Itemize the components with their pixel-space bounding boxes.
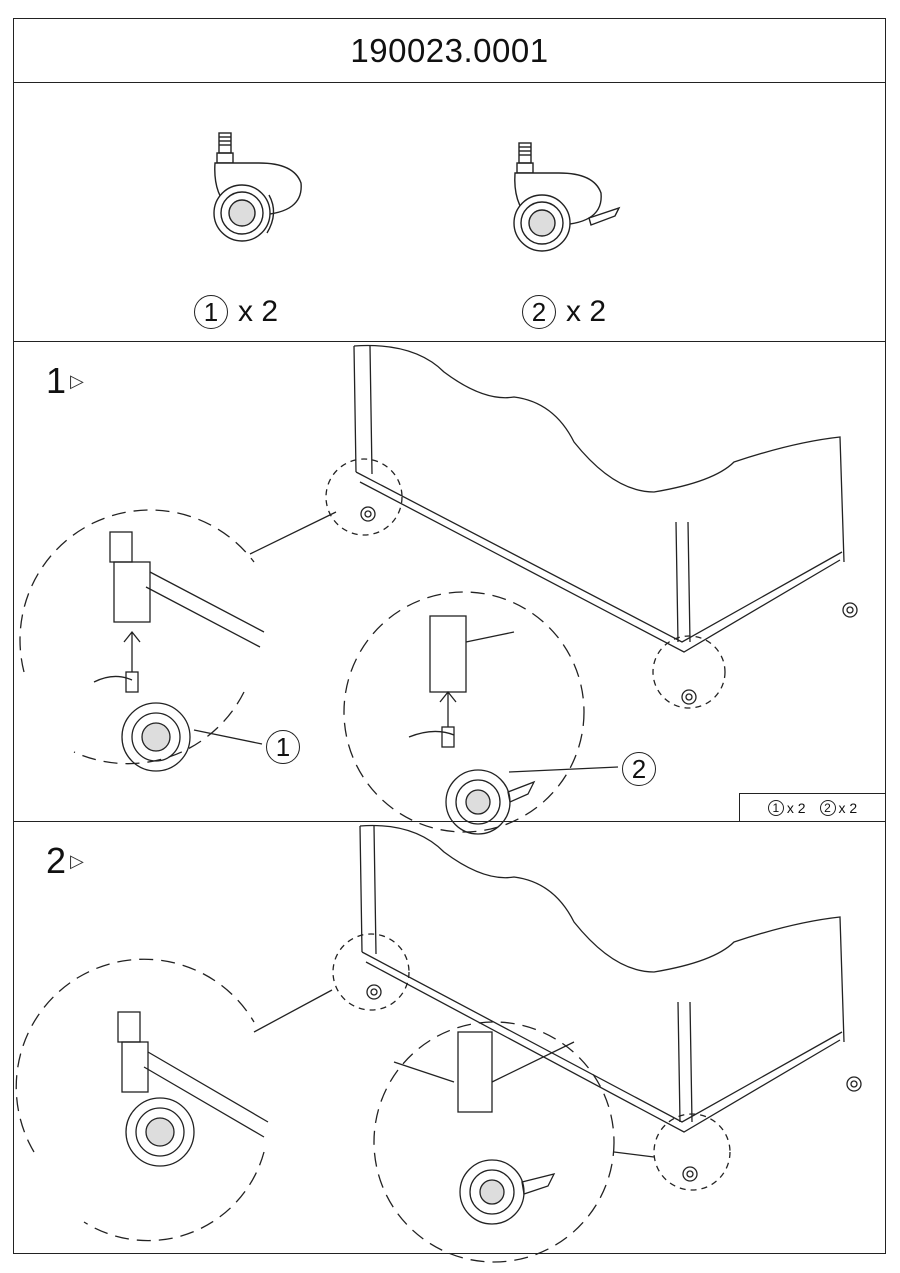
caster-icon [213,132,302,242]
summary-2-number: 2 [819,799,836,816]
summary-item-2: 2 x 2 [819,799,858,816]
summary-1-count: x 2 [786,799,806,816]
part-2-quantity: 2 x 2 [522,295,606,329]
step-arrow-icon: ▷ [70,370,84,391]
part-1-count: x 2 [238,295,279,328]
parts-illustration [213,132,621,252]
callout-part-1: 1 [266,730,300,764]
step-1-panel: 1 ▷ [14,342,885,835]
document-number: 190023.0001 [350,31,549,69]
title-bar: 190023.0001 [14,19,885,83]
step-1-illustration [19,344,858,835]
braked-caster-icon [513,142,621,252]
step-1-label: 1 ▷ [46,360,84,402]
step-arrow-icon: ▷ [70,850,84,871]
summary-item-1: 1 x 2 [767,799,806,816]
step-2-panel: 2 ▷ [14,822,885,1263]
part-2-number: 2 [522,295,556,329]
step-2-number: 2 [46,840,67,881]
parts-list: 1 x 2 2 x 2 [14,83,885,342]
part-2-count: x 2 [566,295,607,328]
step-1-number: 1 [46,360,67,401]
step-1-parts-summary: 1 x 2 2 x 2 [739,793,885,821]
callout-part-2: 2 [622,752,656,786]
step-2-illustration [15,824,862,1263]
instruction-sheet: 190023.0001 [13,18,886,1263]
part-1-number: 1 [194,295,228,329]
part-1-quantity: 1 x 2 [194,295,278,329]
step-2-label: 2 ▷ [46,840,84,882]
summary-2-count: x 2 [838,799,858,816]
summary-1-number: 1 [767,799,784,816]
